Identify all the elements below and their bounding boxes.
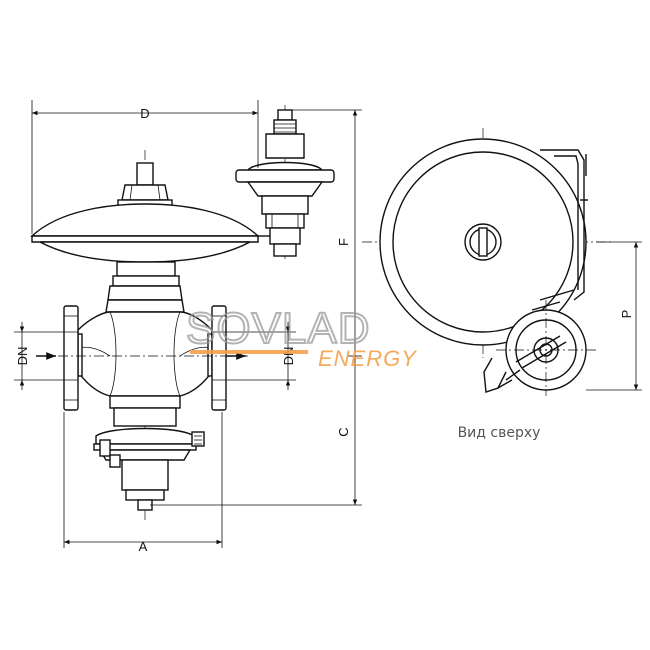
diaphragm-lower xyxy=(39,241,251,263)
dimension-DN-left-label: DN xyxy=(15,347,30,366)
stem-nut xyxy=(121,184,169,201)
watermark-main-text: SOVLAD xyxy=(186,304,371,353)
stem-top xyxy=(136,162,154,186)
bolt-fitting xyxy=(191,431,205,447)
watermark-logo: SOVLAD ENERGY xyxy=(185,303,417,371)
dimension-C-label: C xyxy=(336,427,351,436)
diaphragm-flange xyxy=(31,235,259,243)
watermark-sub-text: ENERGY xyxy=(318,346,417,371)
diaphragm-upper xyxy=(30,203,260,237)
pilot-top xyxy=(483,289,596,396)
dimension-A-label: A xyxy=(139,539,148,554)
top-view: P xyxy=(362,128,642,396)
dimension-F-label: F xyxy=(336,238,351,246)
top-view-caption: Вид сверху xyxy=(458,425,541,441)
left-flange xyxy=(63,305,79,411)
dimension-P-label: P xyxy=(619,310,634,319)
pilot-regulator xyxy=(235,105,335,262)
dimension-D-label: D xyxy=(140,106,149,121)
front-view: D F C A DN DN xyxy=(14,100,362,554)
